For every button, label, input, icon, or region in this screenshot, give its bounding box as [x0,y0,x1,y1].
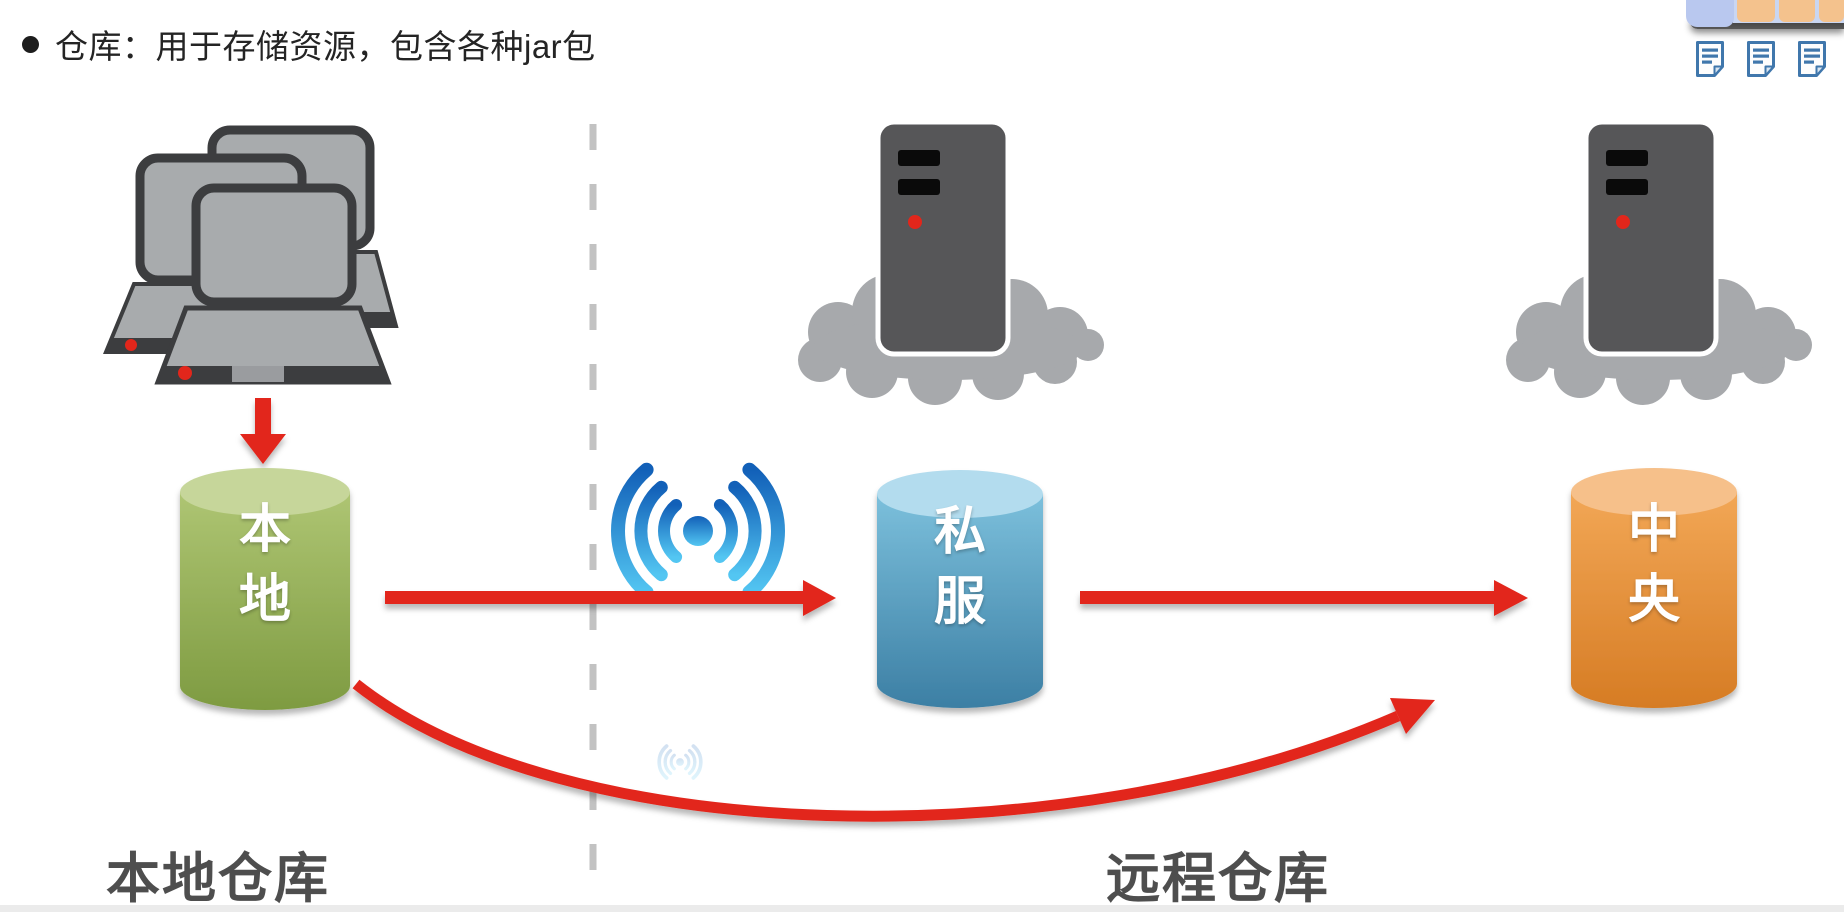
local-repo-caption: 本地仓库 [106,849,330,909]
tab-orange-1[interactable] [1737,0,1775,22]
tab-orange-3[interactable] [1819,0,1844,22]
local-cylinder-label-box: 本地 [180,496,350,635]
remote-repo-caption: 远程仓库 [1106,849,1330,909]
wifi-signal-icon-faint [657,744,703,780]
computers-stack-icon [103,125,399,385]
cloud-server-icon-private [798,122,1104,405]
arrow-local-to-private [385,580,836,616]
tab-blue[interactable] [1686,0,1734,27]
private-cylinder-label: 私服 [933,503,986,631]
central-cylinder-label-box: 中央 [1571,496,1737,635]
private-cylinder [877,470,1043,708]
local-cylinder-label: 本地 [238,501,291,629]
private-cylinder-label-box: 私服 [877,498,1043,637]
central-cylinder-label: 中央 [1627,501,1680,629]
arrow-computers-to-local [240,398,286,464]
local-cylinder [180,468,350,710]
document-icon[interactable] [1746,40,1776,78]
cloud-server-icon-central [1506,122,1812,405]
bullet-text: 仓库：用于存储资源，包含各种jar包 [55,28,596,65]
document-icon[interactable] [1695,40,1725,78]
curved-arrow-local-to-central [352,679,1435,822]
document-icon[interactable] [1797,40,1827,78]
arrow-private-to-central [1080,580,1528,616]
wifi-signal-icon [618,470,778,593]
bottom-strip [0,905,1844,912]
doc-icon-group [1695,40,1827,78]
tab-orange-2[interactable] [1779,0,1815,22]
bullet-icon [22,35,39,53]
bullet-row: 仓库：用于存储资源，包含各种jar包 [22,20,596,68]
central-cylinder [1571,468,1737,708]
